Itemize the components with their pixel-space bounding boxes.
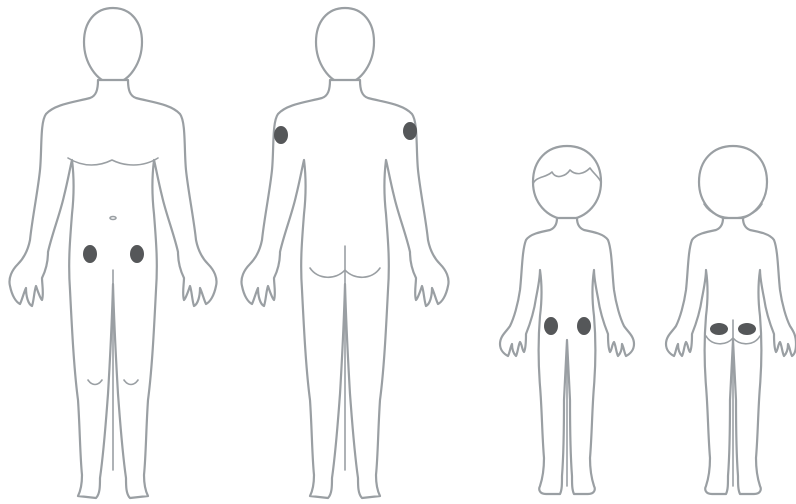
adult-front-figure [9, 8, 216, 498]
injection-site-marker [403, 122, 417, 140]
injection-site-marker [577, 317, 591, 335]
injection-site-marker [544, 317, 558, 335]
adult-back-head [316, 8, 374, 84]
child-back-head [699, 146, 767, 220]
injection-site-marker [83, 245, 97, 263]
adult-front-head [84, 8, 142, 84]
child-back-body [666, 218, 796, 494]
injection-site-marker [130, 245, 144, 263]
injection-site-marker [274, 126, 288, 144]
injection-site-marker [738, 323, 756, 335]
injection-site-marker [710, 323, 728, 335]
child-front-head [533, 146, 601, 220]
adult-back-figure [241, 8, 448, 498]
child-back-figure [666, 146, 796, 494]
child-front-figure [500, 146, 634, 494]
